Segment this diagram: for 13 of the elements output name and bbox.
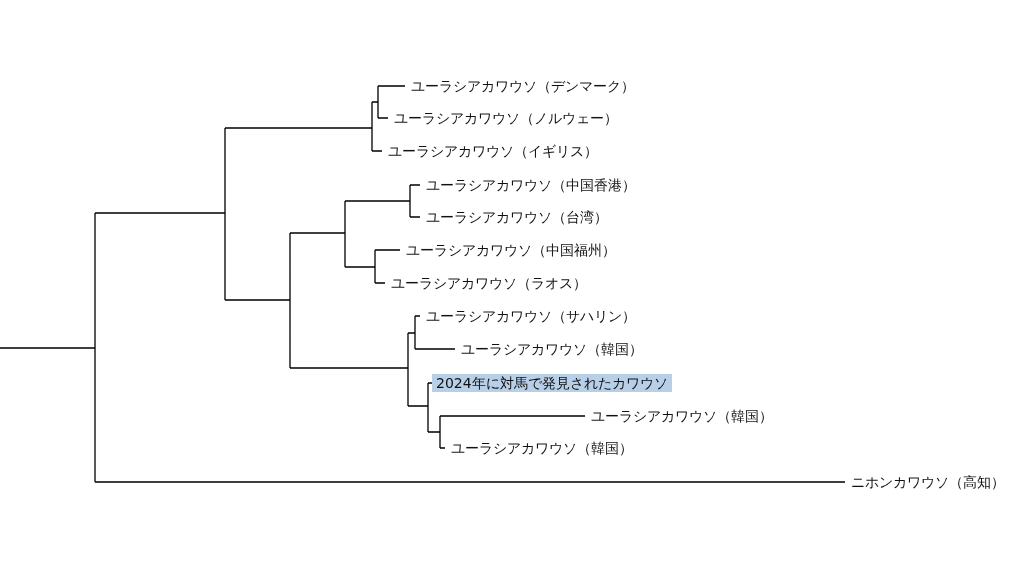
- leaf-label: ユーラシアカワウソ（韓国）: [591, 407, 773, 425]
- leaf-label: ユーラシアカワウソ（韓国）: [451, 439, 633, 457]
- leaf-label: ユーラシアカワウソ（サハリン）: [426, 307, 636, 325]
- leaf-label: ユーラシアカワウソ（デンマーク）: [411, 77, 635, 95]
- leaf-label: ユーラシアカワウソ（台湾）: [426, 208, 608, 226]
- leaf-label: ユーラシアカワウソ（中国福州）: [406, 241, 616, 259]
- leaf-label: ユーラシアカワウソ（ラオス）: [391, 274, 587, 292]
- leaf-label: ユーラシアカワウソ（ノルウェー）: [394, 109, 618, 127]
- leaf-label: ニホンカワウソ（高知）: [851, 473, 1005, 491]
- highlighted-leaf-label: 2024年に対馬で発見されたカワウソ: [432, 374, 672, 392]
- leaf-label: ユーラシアカワウソ（中国香港）: [426, 176, 636, 194]
- leaf-label: ユーラシアカワウソ（イギリス）: [388, 142, 598, 160]
- leaf-label: ユーラシアカワウソ（韓国）: [461, 340, 643, 358]
